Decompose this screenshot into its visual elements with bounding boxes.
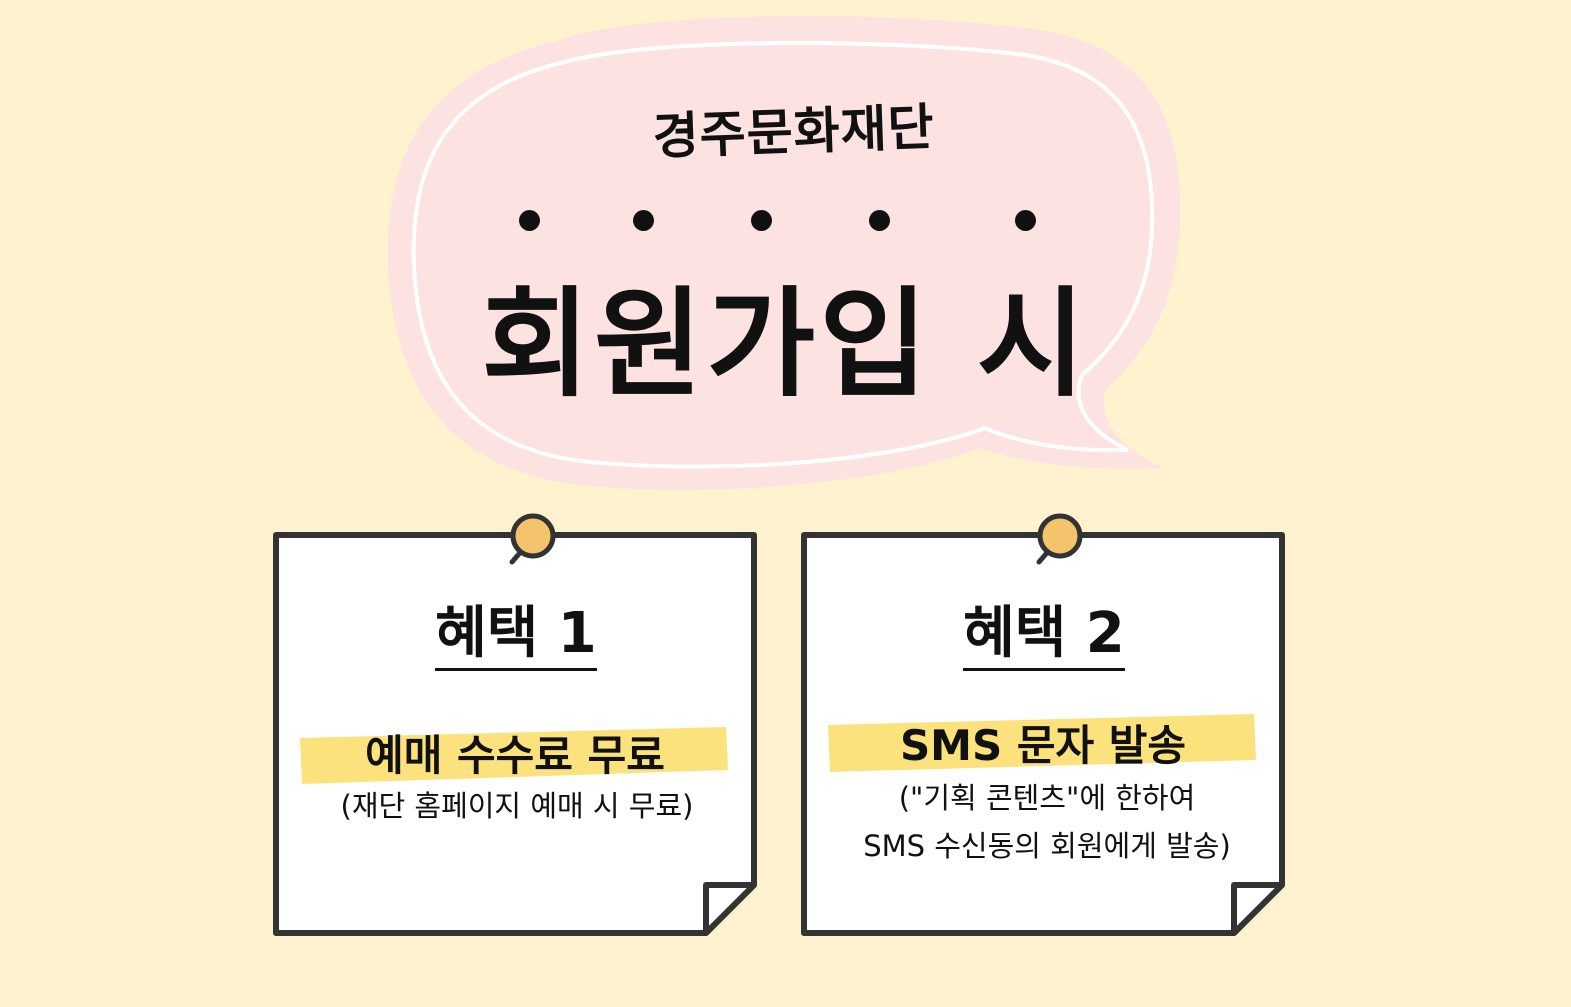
headline: 회원가입 시 (481, 275, 1090, 413)
benefit-1-detail: (재단 홈페이지 예매 시 무료) (340, 789, 694, 823)
emphasis-dot (519, 210, 540, 231)
note-folded-corner (703, 882, 757, 936)
benefit-note-2 (801, 513, 1285, 936)
benefit-2-highlight: SMS 문자 발송 (899, 721, 1187, 770)
pin-icon (510, 513, 556, 559)
benefit-1-title-text: 혜택 1 (435, 601, 597, 671)
emphasis-dot (869, 210, 890, 231)
emphasis-dot (751, 210, 772, 231)
benefit-note-1 (273, 513, 757, 936)
benefit-1-highlight: 예매 수수료 무료 (365, 731, 665, 780)
speech-bubble-outline (411, 41, 1155, 469)
emphasis-dots (0, 210, 1571, 240)
benefit-2-detail-line1: ("기획 콘텐츠"에 한하여 (898, 781, 1196, 815)
note-folded-corner (1231, 882, 1285, 936)
benefit-2-title-text: 혜택 2 (963, 601, 1125, 671)
emphasis-dot (633, 210, 654, 231)
benefit-2-detail-line2: SMS 수신동의 회원에게 발송) (863, 829, 1231, 863)
benefit-1-title: 혜택 1 (276, 588, 756, 671)
speech-bubble (387, 16, 1181, 491)
highlight-stroke (828, 714, 1256, 772)
benefit-2-title: 혜택 2 (804, 588, 1284, 671)
pin-icon (1037, 513, 1083, 559)
emphasis-dot (1015, 210, 1036, 231)
highlight-stroke (300, 727, 728, 784)
